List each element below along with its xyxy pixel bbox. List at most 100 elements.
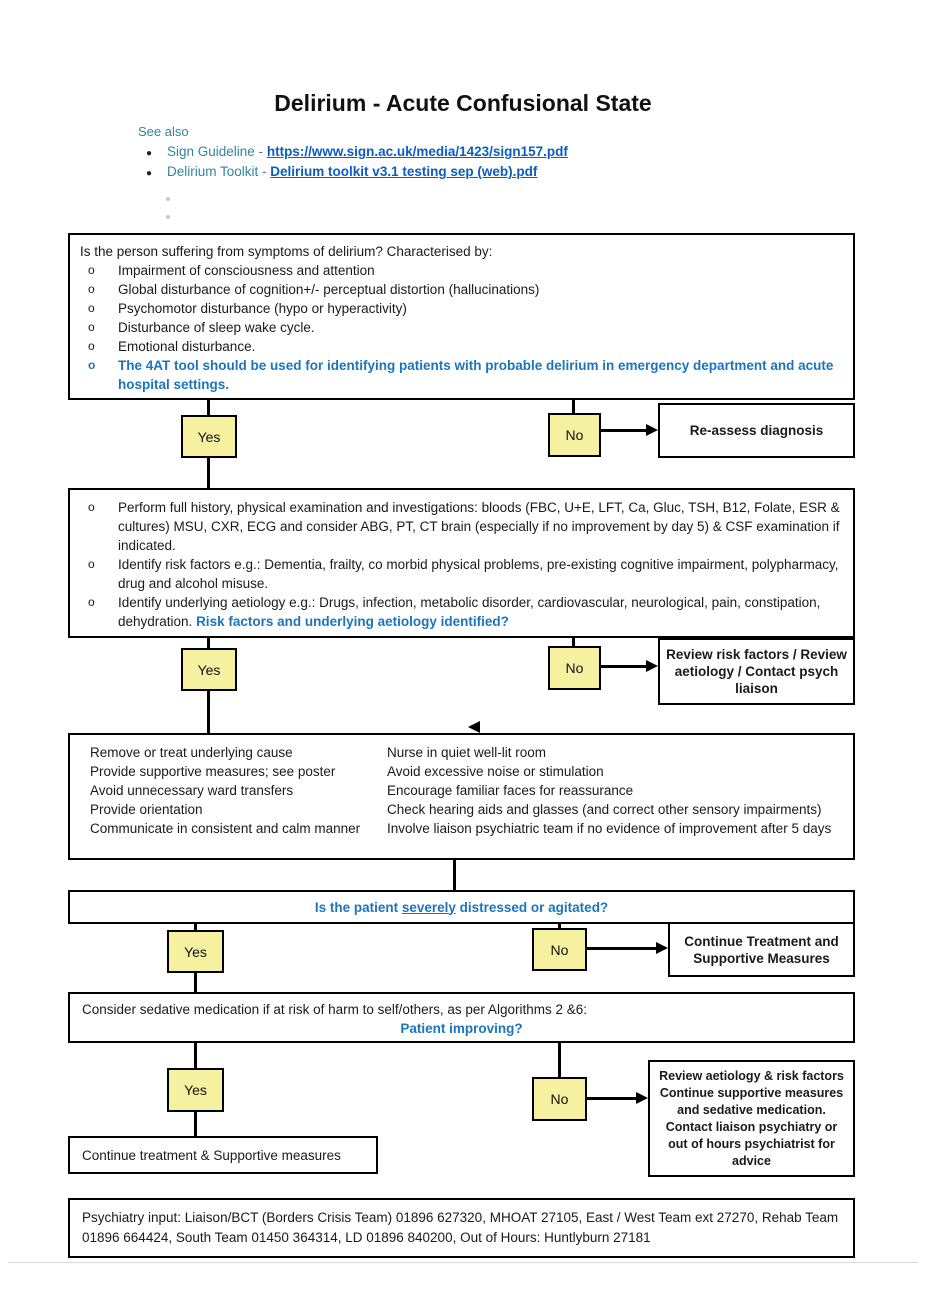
- delirium-toolkit-link[interactable]: Delirium toolkit v3.1 testing sep (web).…: [270, 164, 538, 179]
- list-item-text: Identify underlying aetiology e.g.: Drug…: [118, 593, 843, 631]
- question-suffix: distressed or agitated?: [455, 899, 609, 915]
- connector-line: [207, 400, 210, 415]
- list-item-text: Nurse in quiet well-lit room: [387, 745, 547, 760]
- connector-line: [194, 924, 197, 930]
- list-item-text: Avoid unnecessary ward transfers: [90, 783, 294, 798]
- list-item: o Emotional disturbance.: [80, 337, 843, 356]
- list-item: o Perform full history, physical examina…: [80, 498, 843, 555]
- page-edge-line: [8, 1262, 918, 1263]
- connector-line: [453, 860, 456, 890]
- sedation-box: Consider sedative medication if at risk …: [68, 992, 855, 1043]
- supportive-right-column: Nurse in quiet well-lit room Avoid exces…: [387, 743, 845, 858]
- circle-bullet-icon: o: [88, 263, 95, 277]
- list-item: o Impairment of consciousness and attent…: [80, 261, 843, 280]
- yes-label: Yes: [184, 943, 207, 960]
- see-also-item: ● Delirium Toolkit - Delirium toolkit v3…: [146, 164, 537, 179]
- sign-guideline-link[interactable]: https://www.sign.ac.uk/media/1423/sign15…: [266, 144, 568, 159]
- link-prefix: Delirium Toolkit -: [167, 164, 267, 179]
- review-aetiology-box: Review aetiology & risk factors Continue…: [648, 1060, 855, 1177]
- list-item: o Disturbance of sleep wake cycle.: [80, 318, 843, 337]
- bullet-icon: ●: [146, 168, 153, 179]
- list-item-text: Impairment of consciousness and attentio…: [118, 263, 375, 278]
- arrow-right-icon: [646, 424, 658, 436]
- connector-line: [207, 458, 210, 488]
- connector-line: [194, 973, 197, 992]
- circle-bullet-icon: o: [88, 557, 95, 571]
- outcome-text: Review aetiology & risk factors Continue…: [659, 1068, 844, 1168]
- list-item: o Identify underlying aetiology e.g.: Dr…: [80, 593, 843, 631]
- outcome-text: Continue Treatment and Supportive Measur…: [684, 933, 839, 966]
- arrow-right-icon: [656, 942, 668, 954]
- list-item-text: Encourage familiar faces for reassurance: [387, 783, 634, 798]
- no-box-4: No: [532, 1077, 587, 1121]
- review-risk-box: Review risk factors / Review aetiology /…: [658, 638, 855, 705]
- list-item-highlight: o The 4AT tool should be used for identi…: [80, 356, 843, 394]
- connector-line: [601, 665, 647, 668]
- connector-line: [207, 691, 210, 733]
- connector-line: [587, 1097, 638, 1100]
- highlight-text: The 4AT tool should be used for identify…: [118, 358, 834, 392]
- page-title: Delirium - Acute Confusional State: [274, 90, 652, 116]
- no-label: No: [565, 660, 584, 676]
- connector-line: [558, 924, 561, 928]
- outcome-text: Continue treatment & Supportive measures: [82, 1147, 341, 1163]
- connector-line: [194, 1043, 197, 1068]
- yes-box-4: Yes: [167, 1068, 224, 1112]
- question-prefix: Is the patient: [314, 899, 402, 915]
- see-also-item: ● Sign Guideline - https://www.sign.ac.u…: [146, 144, 568, 159]
- yes-box-3: Yes: [167, 930, 224, 973]
- no-label: No: [565, 427, 584, 443]
- sedation-text: Consider sedative medication if at risk …: [82, 1002, 587, 1017]
- continue-treatment-box: Continue Treatment and Supportive Measur…: [668, 922, 855, 977]
- arrow-right-icon: [636, 1092, 648, 1104]
- psychiatry-contact-text: Psychiatry input: Liaison/BCT (Borders C…: [82, 1210, 839, 1245]
- reassess-box: Re-assess diagnosis: [658, 403, 855, 458]
- list-item: o Global disturbance of cognition+/- per…: [80, 280, 843, 299]
- yes-label: Yes: [197, 661, 221, 678]
- circle-bullet-icon: o: [88, 301, 95, 315]
- distress-question-box: Is the patient severely distressed or ag…: [68, 890, 855, 924]
- bullet-icon: ●: [146, 148, 153, 159]
- list-item: o Identify risk factors e.g.: Dementia, …: [80, 555, 843, 593]
- arrow-right-icon: [646, 660, 658, 672]
- circle-bullet-icon: o: [88, 500, 95, 514]
- list-item: o Psychomotor disturbance (hypo or hyper…: [80, 299, 843, 318]
- yes-label: Yes: [197, 428, 221, 445]
- list-item-text: Disturbance of sleep wake cycle.: [118, 320, 315, 335]
- connector-line: [207, 638, 210, 648]
- list-item-text: Provide supportive measures; see poster: [90, 764, 336, 779]
- circle-bullet-icon: o: [88, 282, 95, 296]
- connector-line: [572, 400, 575, 413]
- aetiology-text: Identify underlying aetiology e.g.: Drug…: [118, 595, 821, 629]
- list-item-text: Identify risk factors e.g.: Dementia, fr…: [118, 557, 839, 591]
- assessment-box: o Perform full history, physical examina…: [68, 488, 855, 638]
- connector-line: [194, 1112, 197, 1136]
- list-item-text: Check hearing aids and glasses (and corr…: [387, 802, 822, 817]
- connector-line: [558, 1043, 561, 1077]
- symptoms-intro: Is the person suffering from symptoms of…: [80, 244, 493, 259]
- no-label: No: [550, 1091, 569, 1107]
- yes-label: Yes: [184, 1082, 207, 1098]
- connector-line: [572, 638, 575, 646]
- circle-bullet-icon: o: [88, 339, 95, 353]
- no-label: No: [550, 941, 569, 958]
- question-underlined: severely: [401, 899, 456, 915]
- list-item-text: Avoid excessive noise or stimulation: [387, 764, 604, 779]
- symptoms-box: Is the person suffering from symptoms of…: [68, 233, 855, 400]
- connector-line: [587, 947, 658, 950]
- yes-box-1: Yes: [181, 415, 237, 458]
- no-box-3: No: [532, 928, 587, 971]
- list-item-text: Emotional disturbance.: [118, 339, 256, 354]
- continue-supportive-box: Continue treatment & Supportive measures: [68, 1136, 378, 1174]
- faint-artifact: [166, 215, 170, 219]
- no-box-1: No: [548, 413, 601, 457]
- list-item-text: Psychomotor disturbance (hypo or hyperac…: [118, 301, 407, 316]
- connector-line: [601, 429, 647, 432]
- list-item-text: Involve liaison psychiatric team if no e…: [387, 821, 832, 836]
- see-also-label: See also: [138, 124, 189, 139]
- highlight-question: Risk factors and underlying aetiology id…: [196, 614, 509, 629]
- list-item-text: Communicate in consistent and calm manne…: [90, 821, 361, 836]
- circle-bullet-icon: o: [88, 320, 95, 334]
- improving-question: Patient improving?: [400, 1021, 523, 1036]
